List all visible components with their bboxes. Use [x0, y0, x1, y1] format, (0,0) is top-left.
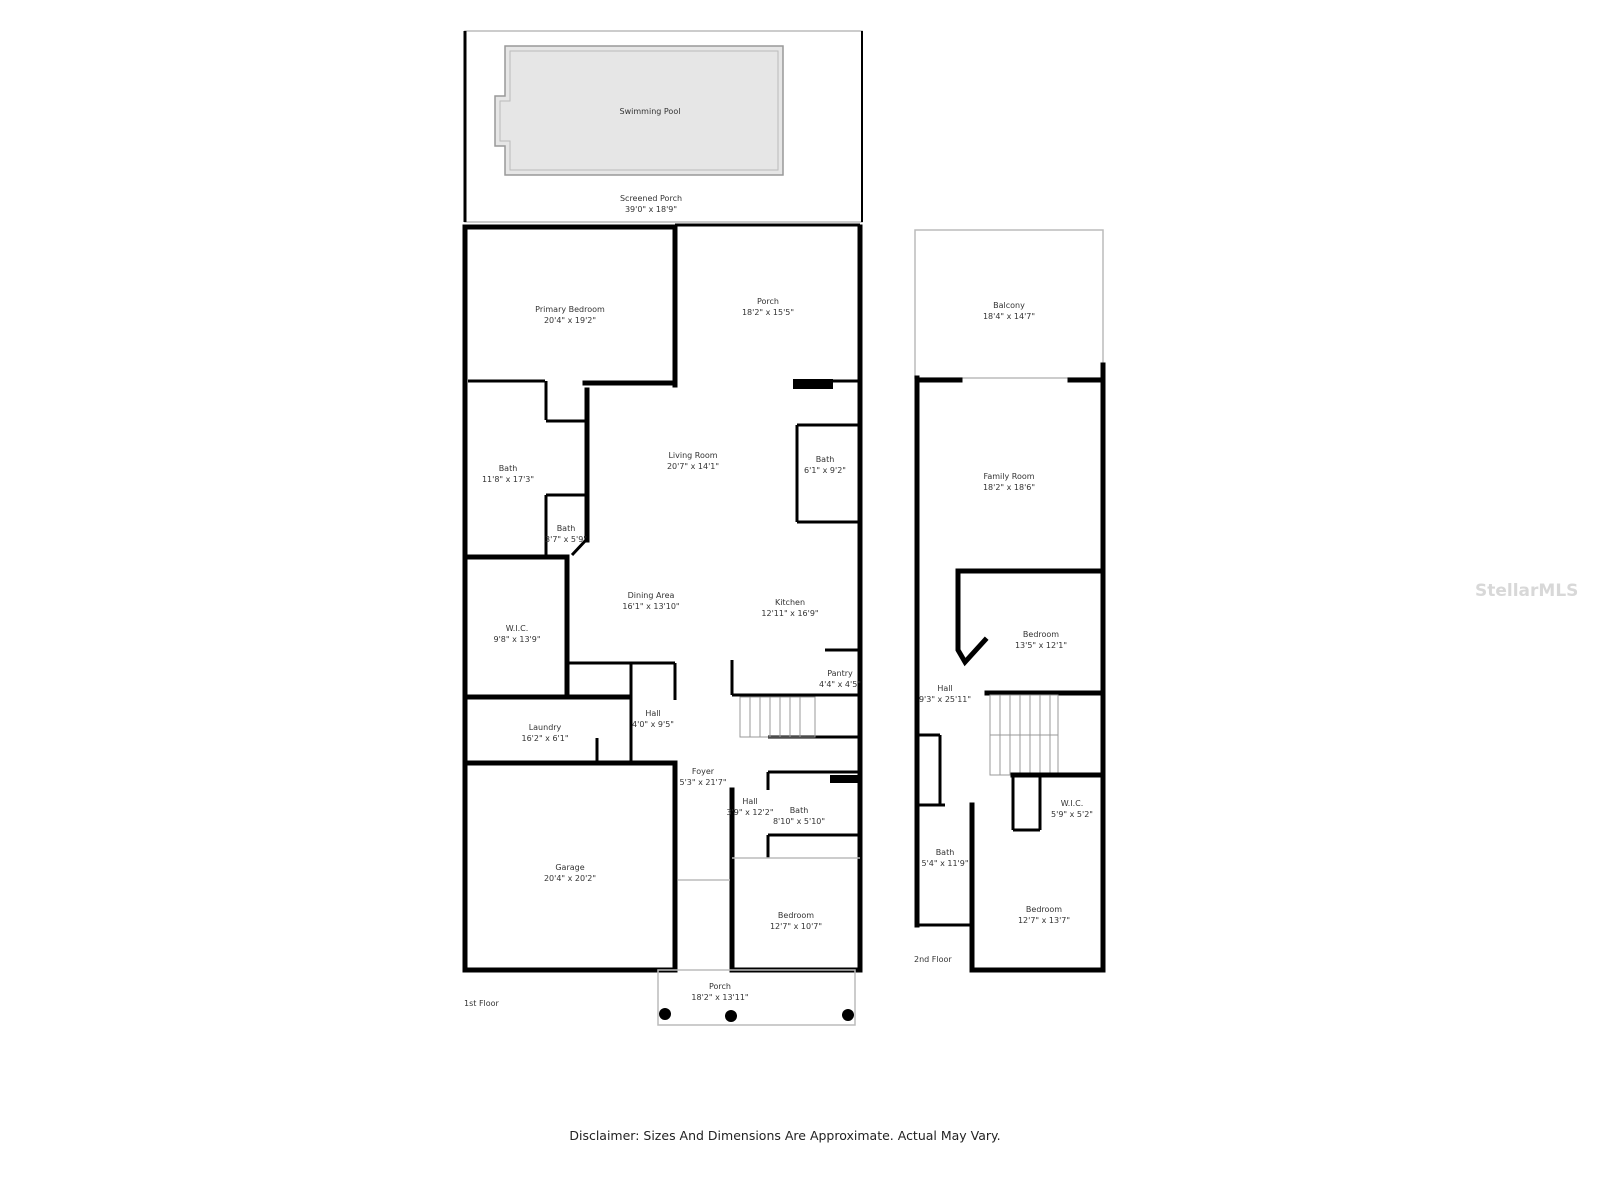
room-name: Primary Bedroom	[535, 305, 605, 314]
room-dim: 5'3" x 21'7"	[679, 778, 726, 787]
porch-post	[659, 1008, 671, 1020]
room-dim: 5'9" x 5'2"	[1051, 810, 1093, 819]
room-name: Bedroom	[1026, 905, 1062, 914]
room-dim: 12'7" x 13'7"	[1018, 916, 1070, 925]
room-name: Garage	[555, 863, 584, 872]
room-name: Hall	[937, 684, 952, 693]
screened-porch	[463, 30, 863, 223]
room-name: Bath	[816, 455, 835, 464]
room-dim: 16'1" x 13'10"	[622, 602, 679, 611]
room-dim: 20'4" x 19'2"	[544, 316, 596, 325]
first-floor-walls	[462, 223, 863, 1026]
room-dim: 5'4" x 11'9"	[921, 859, 968, 868]
room-dim: 18'2" x 13'11"	[691, 993, 748, 1002]
room-dim: 8'10" x 5'10"	[773, 817, 825, 826]
room-dim: 18'2" x 15'5"	[742, 308, 794, 317]
room-name: W.I.C.	[1061, 799, 1084, 808]
room-dim: 20'7" x 14'1"	[667, 462, 719, 471]
room-name: Bedroom	[1023, 630, 1059, 639]
room-dim: 20'4" x 20'2"	[544, 874, 596, 883]
room-name: Family Room	[983, 472, 1034, 481]
room-dim: 3'9" x 12'2"	[726, 808, 773, 817]
room-name: Bath	[790, 806, 809, 815]
room-name: Bath	[936, 848, 955, 857]
floor-label: 2nd Floor	[914, 955, 952, 964]
disclaimer: Disclaimer: Sizes And Dimensions Are App…	[569, 1128, 1001, 1143]
room-name: Screened Porch	[620, 194, 682, 203]
room-name: Hall	[742, 797, 757, 806]
room-name: Bedroom	[778, 911, 814, 920]
room-dim: 16'2" x 6'1"	[521, 734, 568, 743]
room-name: Living Room	[668, 451, 717, 460]
first-floor-labels: Swimming Pool Screened Porch 39'0" x 18'…	[464, 107, 861, 1008]
porch-post	[842, 1009, 854, 1021]
room-name: Bath	[499, 464, 518, 473]
room-dim: 3'7" x 5'9"	[545, 535, 587, 544]
porch-post	[725, 1010, 737, 1022]
room-dim: 6'1" x 9'2"	[804, 466, 846, 475]
room-name: W.I.C.	[506, 624, 529, 633]
room-name: Swimming Pool	[620, 107, 681, 116]
room-name: Porch	[709, 982, 731, 991]
floor-label: 1st Floor	[464, 999, 500, 1008]
room-dim: 9'8" x 13'9"	[493, 635, 540, 644]
room-dim: 18'4" x 14'7"	[983, 312, 1035, 321]
room-name: Kitchen	[775, 598, 805, 607]
stairs	[989, 694, 1059, 776]
room-dim: 4'4" x 4'5"	[819, 680, 861, 689]
room-dim: 9'3" x 25'11"	[919, 695, 971, 704]
room-dim: 12'7" x 10'7"	[770, 922, 822, 931]
stairs	[739, 696, 816, 738]
swimming-pool	[494, 45, 784, 176]
room-dim: 4'0" x 9'5"	[632, 720, 674, 729]
room-dim: 11'8" x 17'3"	[482, 475, 534, 484]
room-dim: 12'11" x 16'9"	[761, 609, 818, 618]
room-name: Dining Area	[628, 591, 675, 600]
room-name: Porch	[757, 297, 779, 306]
room-dim: 18'2" x 18'6"	[983, 483, 1035, 492]
room-name: Balcony	[993, 301, 1025, 310]
second-floor-labels: Balcony 18'4" x 14'7" Family Room 18'2" …	[914, 301, 1093, 964]
room-dim: 13'5" x 12'1"	[1015, 641, 1067, 650]
room-dim: 39'0" x 18'9"	[625, 205, 677, 214]
room-name: Bath	[557, 524, 576, 533]
watermark: StellarMLS	[1475, 581, 1578, 601]
room-name: Pantry	[827, 669, 853, 678]
room-name: Hall	[645, 709, 660, 718]
room-name: Laundry	[529, 723, 562, 732]
second-floor-walls	[914, 229, 1106, 973]
room-name: Foyer	[692, 767, 715, 776]
